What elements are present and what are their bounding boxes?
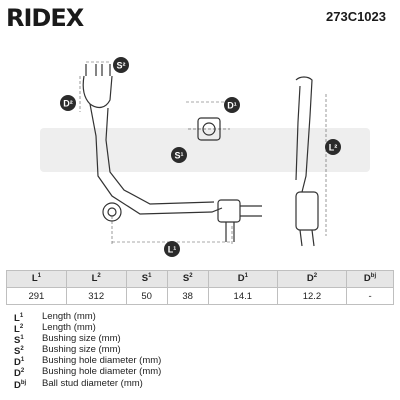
label-l1: L¹ xyxy=(164,241,180,257)
legend-code: L2 xyxy=(14,324,24,336)
spec-value-row: 291 312 50 38 14.1 12.2 - xyxy=(6,287,394,305)
legend-code: Dbj xyxy=(14,379,27,391)
watermark-logo xyxy=(40,128,370,172)
label-d1: D¹ xyxy=(224,97,240,113)
spec-value-l2: 312 xyxy=(65,287,127,305)
legend-item: L2 Length (mm) xyxy=(14,322,161,336)
legend: L1 Length (mm) L2 Length (mm) S1 Bushing… xyxy=(14,311,162,391)
spec-header-row: L1 L2 S1 S2 D1 D2 Dbj xyxy=(6,270,394,288)
svg-text:S¹: S¹ xyxy=(175,151,184,161)
legend-item: S2 Bushing size (mm) xyxy=(14,344,161,358)
legend-item: Dbj Ball stud diameter (mm) xyxy=(14,377,161,391)
legend-desc: Bushing hole diameter (mm) xyxy=(42,355,162,367)
brand-logo: RIDEX xyxy=(6,4,84,32)
svg-text:D¹: D¹ xyxy=(227,101,237,111)
legend-code: S2 xyxy=(14,346,24,358)
legend-item: L1 Length (mm) xyxy=(14,311,161,325)
legend-item: D1 Bushing hole diameter (mm) xyxy=(14,355,162,369)
spec-value-dbj: - xyxy=(346,287,394,305)
legend-desc: Ball stud diameter (mm) xyxy=(42,377,143,389)
svg-text:L²: L² xyxy=(329,143,338,153)
spec-header-s1: S1 xyxy=(125,270,168,288)
legend-desc: Length (mm) xyxy=(42,322,96,334)
legend-desc: Bushing size (mm) xyxy=(42,333,121,345)
label-s1: S¹ xyxy=(171,147,187,163)
label-s2: S² xyxy=(113,57,129,73)
spec-header-dbj: Dbj xyxy=(346,270,394,288)
spec-header-s2: S2 xyxy=(166,270,209,288)
label-d2: D² xyxy=(60,95,76,111)
spec-header-d2: D2 xyxy=(276,270,348,288)
legend-code: S1 xyxy=(14,335,24,347)
spec-value-l1: 291 xyxy=(6,287,67,305)
spec-header-l1: L1 xyxy=(6,270,67,288)
bushing-drawing xyxy=(188,117,230,141)
header: RIDEX 273C1023 xyxy=(0,0,400,34)
part-number: 273C1023 xyxy=(326,9,386,24)
side-view-drawing xyxy=(295,76,319,247)
spec-header-l2: L2 xyxy=(65,270,127,288)
legend-code: D2 xyxy=(14,368,25,380)
spec-value-s1: 50 xyxy=(125,287,168,305)
legend-code: L1 xyxy=(14,313,24,325)
legend-desc: Length (mm) xyxy=(42,311,96,322)
technical-drawing: S² D² D¹ S¹ L² L¹ xyxy=(0,36,400,268)
legend-item: D2 Bushing hole diameter (mm) xyxy=(14,366,162,380)
svg-text:L¹: L¹ xyxy=(168,245,177,255)
svg-text:D²: D² xyxy=(63,99,73,109)
label-l2: L² xyxy=(325,139,341,155)
legend-desc: Bushing hole diameter (mm) xyxy=(42,366,162,378)
spec-value-d2: 12.2 xyxy=(276,287,348,305)
spec-table: L1 L2 S1 S2 D1 D2 Dbj 291 312 50 38 14.1… xyxy=(6,270,394,305)
spec-value-s2: 38 xyxy=(166,287,209,305)
spec-header-d1: D1 xyxy=(207,270,278,288)
legend-desc: Bushing size (mm) xyxy=(42,344,121,356)
legend-item: S1 Bushing size (mm) xyxy=(14,333,161,347)
svg-text:S²: S² xyxy=(117,61,126,71)
spec-value-d1: 14.1 xyxy=(207,287,278,305)
legend-code: D1 xyxy=(14,357,25,369)
